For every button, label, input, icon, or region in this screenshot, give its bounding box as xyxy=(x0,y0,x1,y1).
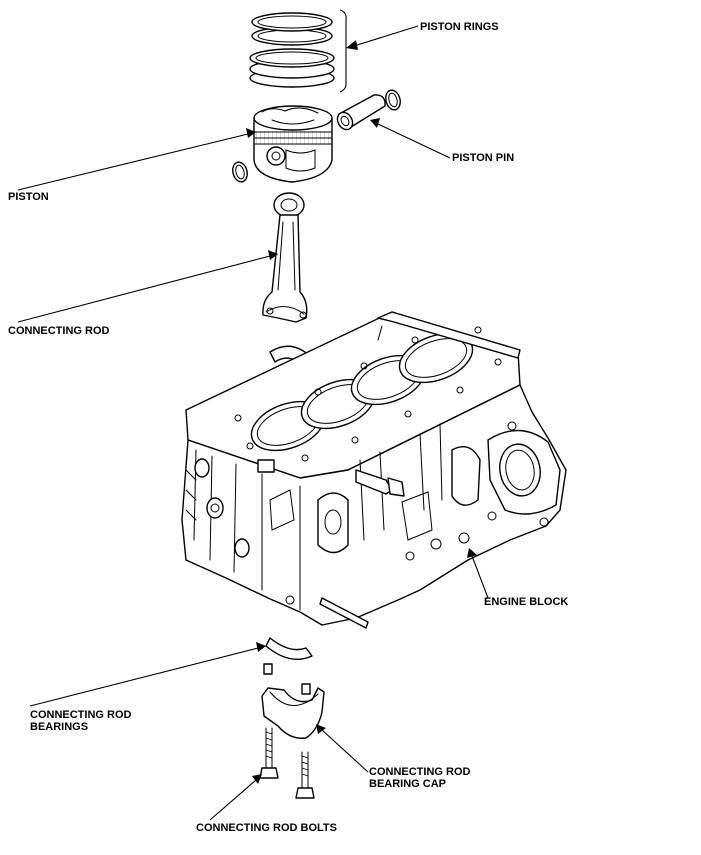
engine-block-label: ENGINE BLOCK xyxy=(484,596,569,608)
piston-pin-label: PISTON PIN xyxy=(452,152,515,164)
engine-block xyxy=(181,311,567,629)
piston-rings-label: PISTON RINGS xyxy=(420,21,499,33)
connecting-rod xyxy=(262,192,308,323)
connecting-rod-bearings-label: CONNECTING ROD BEARINGS xyxy=(30,709,131,733)
piston-pin xyxy=(336,94,386,131)
piston-label: PISTON xyxy=(8,191,49,203)
connecting-rod-label: CONNECTING ROD xyxy=(8,325,110,337)
piston xyxy=(253,105,333,183)
connecting-rod-bolts-label: CONNECTING ROD BOLTS xyxy=(196,822,337,834)
piston-pin-clips xyxy=(232,89,401,183)
lower-rod-bearing-shell xyxy=(265,637,313,660)
connecting-rod-bearing-cap-label: CONNECTING ROD BEARING CAP xyxy=(369,766,470,790)
connecting-rod-bearings-label-line2: BEARINGS xyxy=(30,721,89,733)
connecting-rod-bearing-cap xyxy=(261,663,325,739)
connecting-rod-bearings-label-line1: CONNECTING ROD xyxy=(30,709,132,721)
connecting-rod-bearing-cap-label-line1: CONNECTING ROD xyxy=(369,766,471,778)
piston-rings xyxy=(249,9,347,93)
connecting-rod-bearing-cap-label-line2: BEARING CAP xyxy=(369,778,447,790)
leader-lines xyxy=(17,25,489,821)
